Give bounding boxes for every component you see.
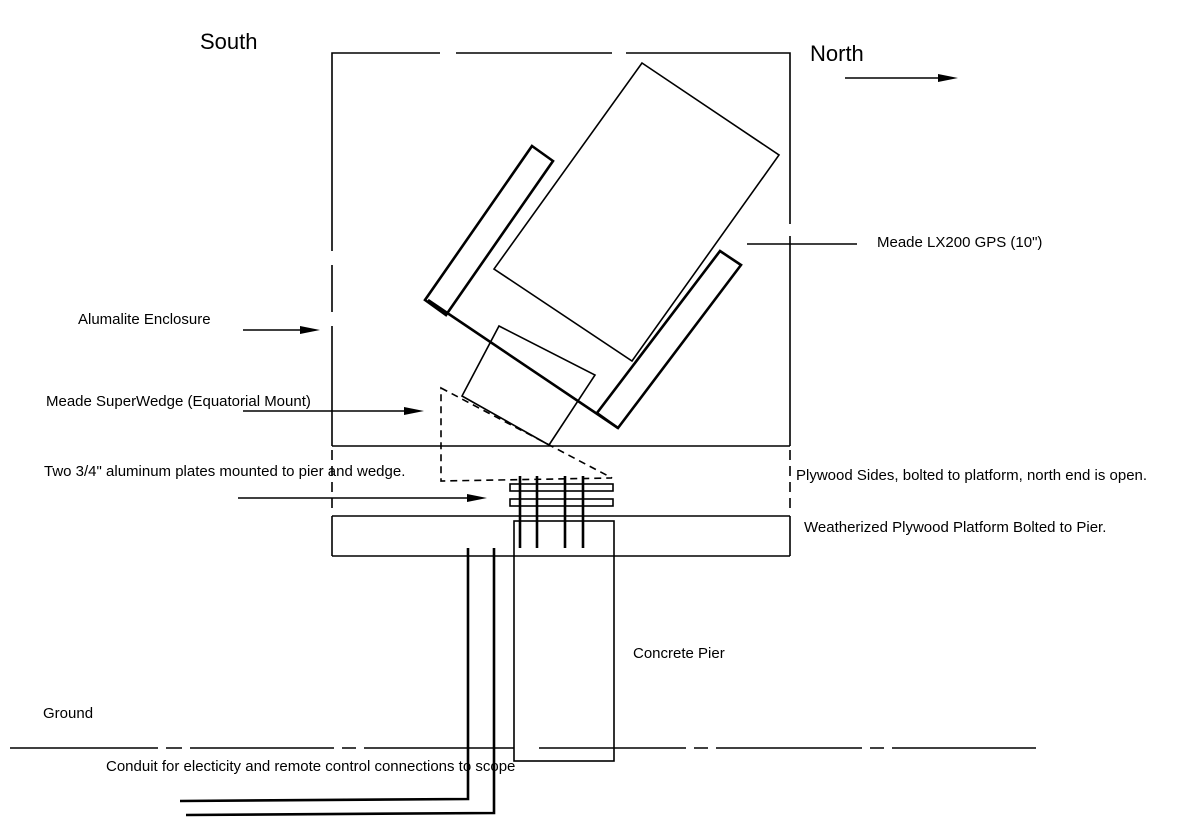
telescope-tube bbox=[492, 61, 781, 363]
fork-base bbox=[427, 298, 619, 447]
alumalite-enclosure bbox=[331, 52, 791, 447]
pier-bolts bbox=[518, 476, 585, 548]
concrete-pier bbox=[513, 520, 615, 762]
plywood-platform bbox=[331, 515, 791, 557]
plates-arrow bbox=[238, 494, 487, 502]
conduit-label: Conduit for electicity and remote contro… bbox=[106, 758, 515, 775]
telescope-label: Meade LX200 GPS (10") bbox=[877, 234, 1042, 251]
platform-label: Weatherized Plywood Platform Bolted to P… bbox=[804, 519, 1106, 536]
south-label: South bbox=[200, 29, 258, 54]
sides-label: Plywood Sides, bolted to platform, north… bbox=[796, 467, 1147, 484]
wedge-arrow bbox=[243, 407, 424, 415]
enclosure-label: Alumalite Enclosure bbox=[78, 311, 211, 328]
north-arrow bbox=[845, 74, 958, 82]
pier-label: Concrete Pier bbox=[633, 645, 725, 662]
fork-arm-north bbox=[595, 249, 743, 430]
plywood-sides bbox=[331, 450, 791, 512]
wedge-label: Meade SuperWedge (Equatorial Mount) bbox=[46, 393, 311, 410]
superwedge bbox=[440, 386, 613, 482]
conduit bbox=[179, 548, 496, 817]
ground-label: Ground bbox=[43, 705, 93, 722]
plates-label: Two 3/4" aluminum plates mounted to pier… bbox=[44, 463, 405, 480]
fork-arm-south bbox=[423, 144, 555, 317]
aluminum-plates bbox=[509, 483, 614, 507]
north-label: North bbox=[810, 41, 864, 66]
enclosure-arrow bbox=[243, 326, 320, 334]
